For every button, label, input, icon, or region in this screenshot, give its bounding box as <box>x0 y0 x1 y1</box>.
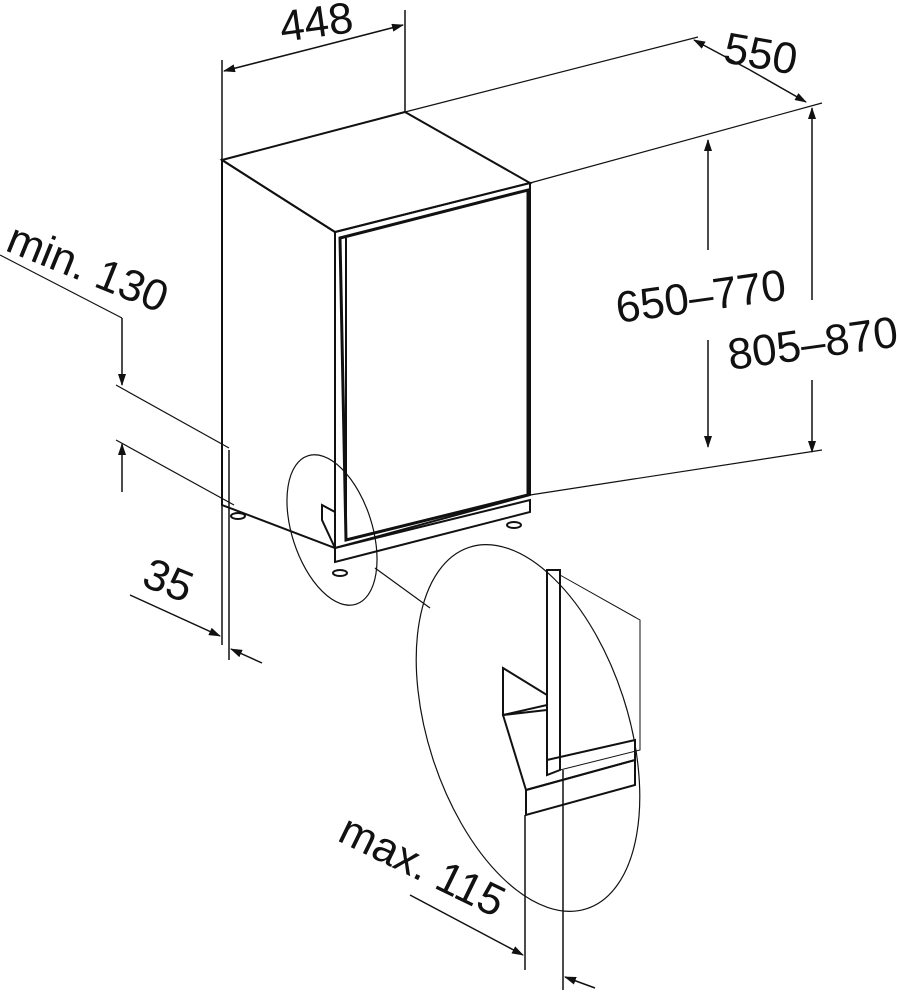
door-overhang-dimension: max. 115 <box>332 770 596 990</box>
height-dimensions: 650–770 805–870 <box>529 107 897 496</box>
plinth-height-dimension: min. 130 <box>0 214 235 506</box>
plinth-depth-dimension: 35 <box>129 450 263 664</box>
appliance-body <box>219 110 533 577</box>
plinth-depth-label: 35 <box>136 549 200 613</box>
door-height-label: 650–770 <box>613 261 789 333</box>
detail-callout <box>286 454 641 912</box>
min-plinth-label: min. 130 <box>0 214 175 323</box>
depth-label: 550 <box>720 24 801 85</box>
depth-dimension: 550 <box>404 24 823 184</box>
width-dimension: 448 <box>221 0 406 160</box>
max-overhang-label: max. 115 <box>332 805 513 927</box>
width-label: 448 <box>277 0 357 52</box>
niche-height-label: 805–870 <box>725 308 897 380</box>
